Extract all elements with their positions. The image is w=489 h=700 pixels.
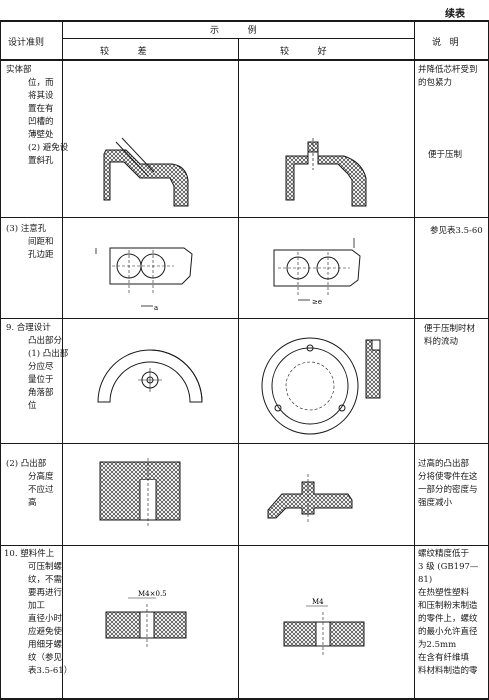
row4-worse-figure — [99, 458, 181, 528]
continued-table-note: 续表 — [445, 9, 465, 20]
row5-better-thread-label: M4 — [312, 598, 324, 606]
row5-better-figure: M4 — [283, 598, 365, 656]
row3-criterion: 9. 合理设计 凸出部分 (1) 凸出部 分应尽 量位于 角落部 位 — [6, 323, 69, 411]
header-better: 较 好 — [280, 47, 327, 57]
row5-note: 螺纹精度低于 3 级 (GB197— 81) 在热塑性塑料 和压制粉末制造 的零… — [418, 549, 479, 676]
header-worse: 较 差 — [100, 47, 147, 57]
header-notes: 说 明 — [432, 38, 459, 48]
row3-worse-figure — [97, 349, 203, 403]
row2-worse-figure: a — [95, 247, 193, 312]
row1-note2: 便于压制 — [428, 150, 463, 160]
row1-note: 并降低芯杆受到 的包紧力 — [418, 65, 478, 88]
row2-worse-dim-label: a — [154, 304, 158, 312]
row5-worse-figure: M4×0.5 — [105, 590, 187, 648]
row2-better-dim-label: ≥e — [312, 298, 322, 306]
row5-criterion: 10. 塑料件上 可压制螺 纹，不需 要再进行 加工 直径小时 应避免使 用细牙… — [4, 549, 73, 676]
row3-note: 便于压制时材 料的流动 — [424, 324, 476, 347]
row1-better-figure — [285, 138, 367, 207]
header-criterion: 设计准则 — [8, 38, 45, 48]
row2-note: 参见表3.5-60 — [430, 226, 483, 236]
row1-criterion: 实体部 位，而 将其设 置在有 凹槽的 薄壁处 (2) 避免设 置斜孔 — [6, 65, 69, 166]
row4-better-figure — [267, 474, 353, 524]
row5-worse-thread-label: M4×0.5 — [138, 590, 167, 598]
row4-note: 过高的凸出部 分将使零件在这 一部分的密度与 强度减小 — [418, 459, 478, 508]
header-examples: 示 例 — [210, 26, 257, 36]
row1-worse-figure — [103, 137, 189, 207]
row2-criterion: (3) 注意孔 间距和 孔边距 — [6, 224, 54, 260]
row2-better-figure: ≥e — [273, 238, 361, 306]
row3-better-figure — [261, 337, 381, 435]
row4-criterion: (2) 凸出部 分高度 不应过 高 — [6, 459, 54, 508]
